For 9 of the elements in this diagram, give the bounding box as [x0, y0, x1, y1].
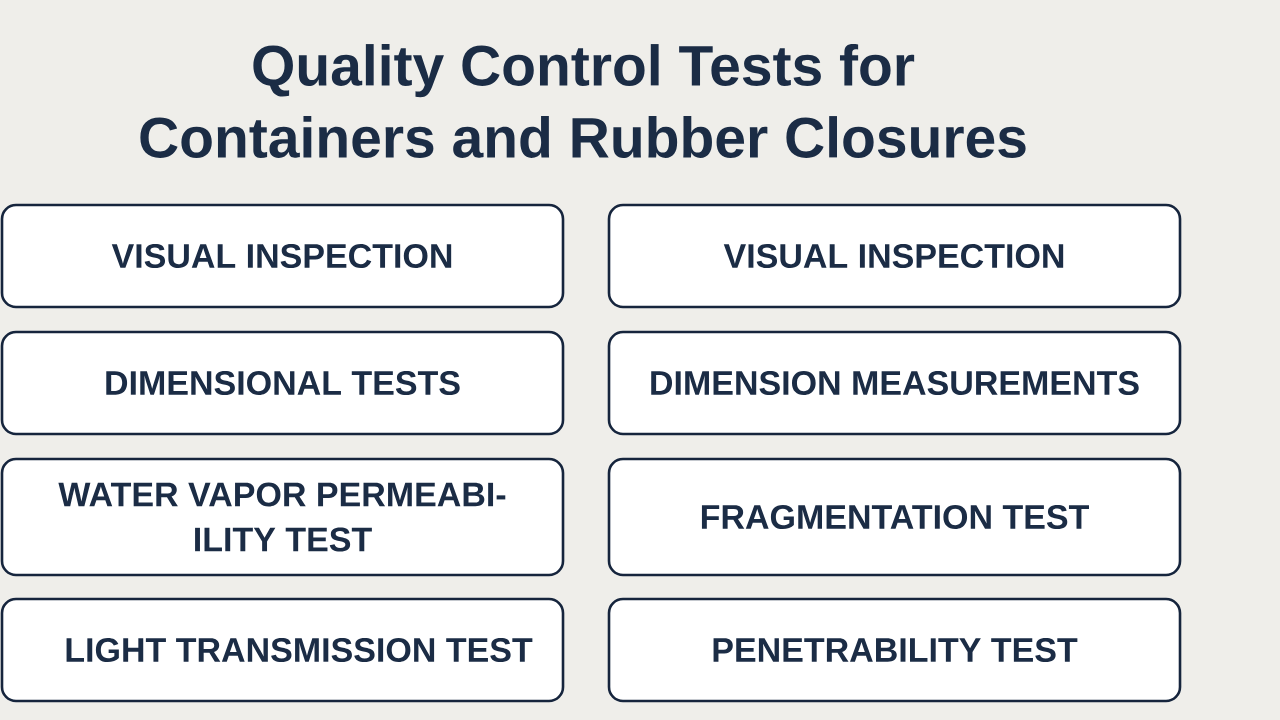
- test-box: WATER VAPOR PERMEABI- ILITY TEST: [0, 457, 565, 577]
- test-box: FRAGMENTATION TEST: [607, 457, 1182, 577]
- test-box: DIMENSIONAL TESTS: [0, 330, 565, 436]
- test-box: DIMENSION MEASUREMENTS: [607, 330, 1182, 436]
- test-box: VISUAL INSPECTION: [0, 203, 565, 309]
- title: Quality Control Tests for Containers and Rubber Closures: [140, 44, 1026, 158]
- test-box: VISUAL INSPECTION: [607, 203, 1182, 309]
- test-box: LIGHT TRANSMISSION TEST: [0, 597, 565, 703]
- test-box: PENETRABILITY TEST: [607, 597, 1182, 703]
